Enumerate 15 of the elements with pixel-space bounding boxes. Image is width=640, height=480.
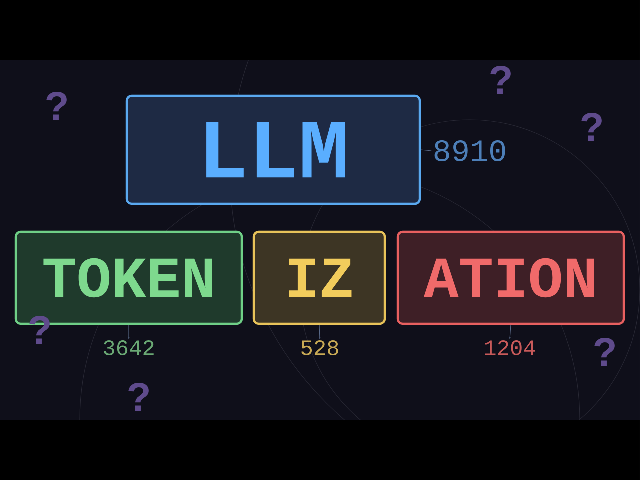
token-box: LLM (126, 94, 422, 206)
token-count: 3642 (104, 340, 154, 356)
leader-line (128, 324, 130, 340)
leader-line (420, 150, 432, 152)
token-box: ATION (396, 230, 626, 326)
question-mark: ? (490, 66, 511, 94)
question-mark: ? (46, 92, 67, 120)
question-mark: ? (128, 383, 149, 411)
token-count: 1204 (485, 340, 536, 356)
leader-line (319, 324, 321, 340)
token-box: IZ (252, 230, 386, 326)
leader-line (509, 324, 512, 340)
question-mark: ? (582, 113, 602, 141)
token-count: 528 (302, 340, 338, 356)
token-count: 8910 (434, 140, 506, 162)
